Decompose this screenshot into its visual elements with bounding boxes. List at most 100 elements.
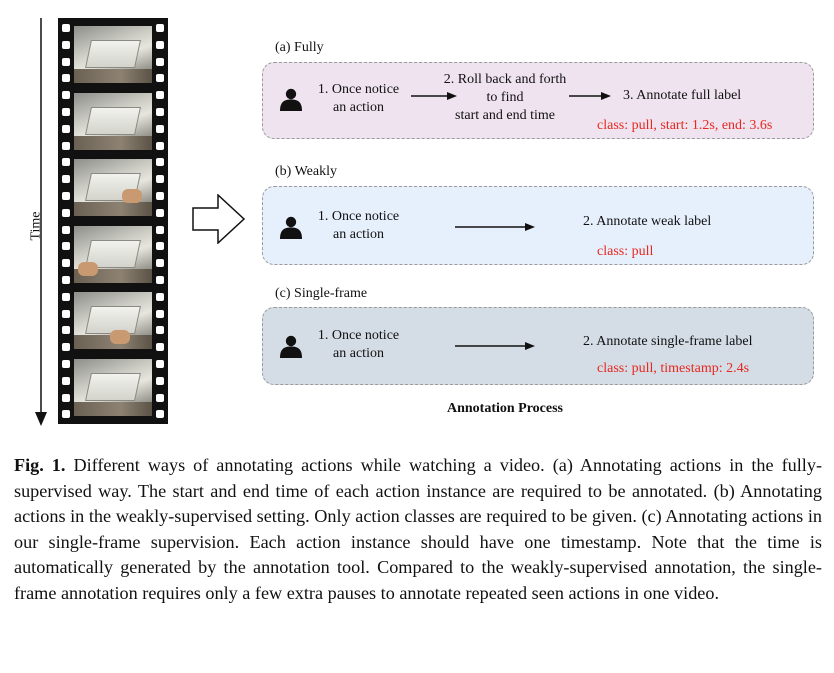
film-perforation: [156, 108, 164, 116]
film-perforation: [62, 376, 70, 385]
panel-c-title: (c) Single-frame: [275, 286, 368, 301]
film-perforation: [62, 124, 70, 133]
film-perforation: [156, 326, 164, 335]
step-notice-line2: an action: [333, 100, 384, 115]
video-film-strip: [58, 18, 168, 424]
frame-desk: [74, 401, 152, 416]
video-frame: [74, 358, 152, 416]
film-perforation: [62, 360, 70, 368]
film-perforation: [156, 393, 164, 402]
film-perforation: [62, 410, 70, 419]
full-label-example: class: pull, start: 1.2s, end: 3.6s: [597, 118, 773, 133]
film-perforation: [156, 57, 164, 66]
figure-caption: Fig. 1. Different ways of annotating act…: [14, 453, 822, 607]
film-perforation: [156, 242, 164, 251]
frame-hand: [122, 189, 142, 203]
film-perforation: [156, 158, 164, 167]
film-perforation: [156, 124, 164, 133]
step-rollback-line1: 2. Roll back and forth: [443, 72, 567, 87]
film-perforation: [62, 141, 70, 150]
film-perforation: [62, 108, 70, 116]
film-perforation: [62, 40, 70, 49]
film-perforation: [62, 326, 70, 335]
film-perforation: [62, 259, 70, 268]
weak-label-example: class: pull: [597, 244, 654, 259]
film-perforation: [156, 192, 164, 200]
panel-fully: 1. Once notice an action 2. Roll back an…: [262, 62, 814, 139]
film-perforation: [156, 410, 164, 419]
film-perforation: [62, 74, 70, 83]
big-right-arrow: [192, 194, 246, 244]
frame-desk: [74, 202, 152, 216]
person-icon: [280, 335, 302, 358]
frame-hand: [78, 261, 98, 276]
frame-hand: [110, 330, 130, 344]
person-icon: [280, 216, 302, 239]
frame-desk: [74, 135, 152, 150]
frame-desk: [74, 69, 152, 83]
panel-weakly: 1. Once notice an action 2. Annotate wea…: [262, 186, 814, 265]
film-perforation: [62, 276, 70, 284]
film-perforation: [62, 175, 70, 184]
film-perforation: [156, 360, 164, 368]
film-perforation: [156, 376, 164, 385]
step-annotate-weak: 2. Annotate weak label: [583, 214, 712, 229]
film-perforation: [156, 175, 164, 184]
person-icon: [280, 88, 302, 111]
time-axis-label: Time: [28, 211, 44, 241]
step-rollback-line3: start and end time: [455, 108, 555, 123]
video-frame: [74, 292, 152, 349]
film-perforation: [156, 343, 164, 352]
film-perforation: [156, 225, 164, 234]
frame-device: [85, 40, 141, 68]
caption-label: Fig. 1.: [14, 455, 66, 475]
film-perforation: [62, 292, 70, 301]
frame-device: [85, 372, 141, 401]
film-perforation: [156, 292, 164, 301]
caption-text: Different ways of annotating actions whi…: [14, 455, 822, 603]
step-notice-line1: 1. Once notice: [317, 209, 400, 224]
film-perforation: [62, 91, 70, 100]
frame-device: [85, 106, 141, 135]
arrow-right: [569, 92, 611, 100]
time-axis-arrow: [35, 18, 47, 426]
step-rollback-line2: to find: [486, 90, 524, 105]
step-annotate-full: 3. Annotate full label: [623, 88, 742, 103]
film-perforation: [62, 343, 70, 352]
film-perforation: [156, 40, 164, 49]
film-perforation: [62, 158, 70, 167]
film-perforation: [62, 242, 70, 251]
figure-subtitle: Annotation Process: [446, 401, 564, 416]
step-annotate-single-frame: 2. Annotate single-frame label: [583, 334, 753, 349]
film-perforation: [62, 225, 70, 234]
film-perforation: [62, 57, 70, 66]
video-frame: [74, 159, 152, 216]
panel-b-title: (b) Weakly: [275, 164, 337, 179]
step-notice-line2: an action: [333, 346, 384, 361]
single-frame-label-example: class: pull, timestamp: 2.4s: [597, 361, 750, 376]
arrow-right: [455, 342, 535, 350]
film-perforation: [62, 24, 70, 32]
film-perforation: [156, 208, 164, 217]
arrow-right: [411, 92, 457, 100]
film-perforation: [156, 259, 164, 268]
film-perforation: [156, 276, 164, 284]
film-perforation: [62, 309, 70, 318]
film-perforation: [62, 192, 70, 200]
film-perforation: [156, 91, 164, 100]
video-frame: [74, 92, 152, 150]
film-perforation: [62, 393, 70, 402]
film-perforation: [156, 24, 164, 32]
video-frame: [74, 225, 152, 283]
film-perforation: [156, 309, 164, 318]
step-notice-line1: 1. Once notice: [317, 328, 400, 343]
video-frame: [74, 26, 152, 83]
film-perforation: [156, 141, 164, 150]
panel-a-title: (a) Fully: [275, 40, 324, 55]
step-notice-line1: 1. Once notice: [317, 82, 400, 97]
arrow-right: [455, 223, 535, 231]
step-notice-line2: an action: [333, 227, 384, 242]
panel-single-frame: 1. Once notice an action 2. Annotate sin…: [262, 307, 814, 385]
film-perforation: [62, 208, 70, 217]
film-perforation: [156, 74, 164, 83]
